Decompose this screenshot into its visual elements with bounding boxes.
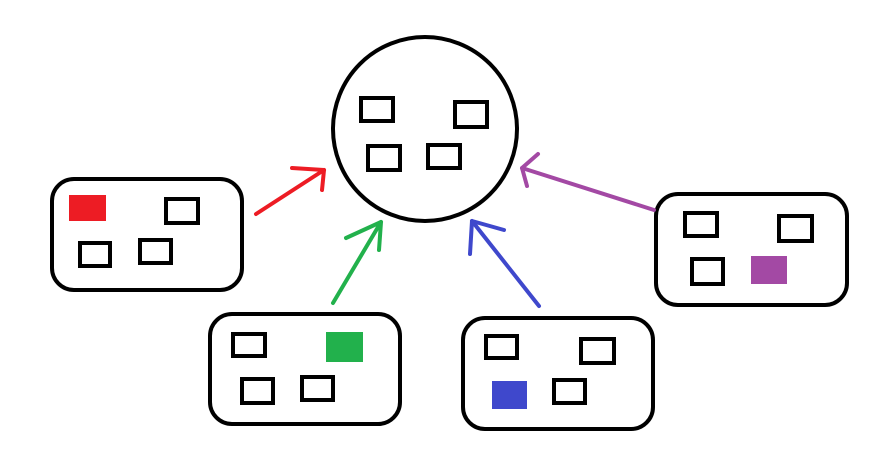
node-box — [50, 177, 244, 292]
arrow-red — [254, 166, 326, 216]
node-purple — [654, 192, 849, 307]
highlight-slot-red — [69, 195, 106, 221]
node-slot — [300, 375, 335, 402]
arrow-blue — [468, 219, 541, 308]
arrow-green — [331, 220, 383, 305]
highlight-slot-blue — [492, 381, 527, 409]
node-slot — [240, 377, 275, 405]
node-slot — [579, 337, 616, 365]
hub-slot — [359, 96, 395, 123]
node-slot — [690, 257, 725, 286]
arrow-purple — [520, 152, 656, 212]
node-slot — [484, 334, 519, 360]
hub-circle — [331, 35, 519, 223]
node-slot — [138, 238, 173, 265]
node-red — [50, 177, 244, 292]
hub-slot — [366, 144, 402, 172]
node-slot — [683, 211, 719, 238]
node-green — [208, 312, 402, 426]
node-box — [461, 316, 655, 431]
highlight-slot-green — [326, 332, 363, 362]
node-slot — [78, 241, 112, 268]
hub-slot — [426, 143, 462, 170]
hub-slot — [453, 100, 489, 129]
node-box — [208, 312, 402, 426]
node-slot — [777, 214, 814, 243]
central-hub — [331, 35, 519, 223]
node-slot — [552, 378, 587, 405]
node-blue — [461, 316, 655, 431]
node-slot — [231, 332, 267, 358]
node-slot — [164, 197, 200, 225]
node-box — [654, 192, 849, 307]
highlight-slot-purple — [751, 256, 787, 284]
